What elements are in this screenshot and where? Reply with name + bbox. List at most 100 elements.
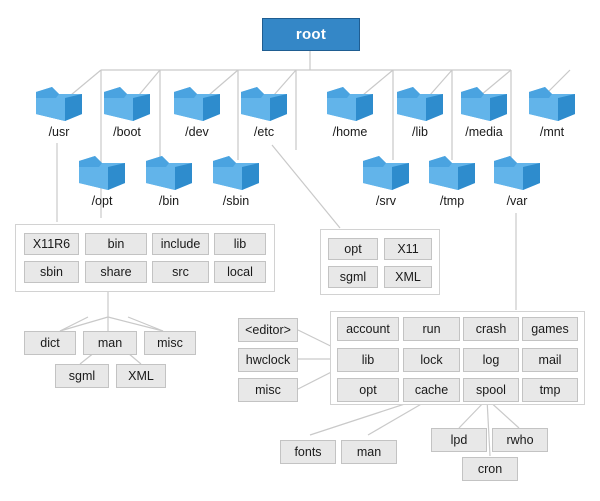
- folder-icon: [397, 87, 443, 121]
- cell-label: opt: [344, 242, 362, 256]
- cell-x11r6[interactable]: X11R6: [24, 233, 79, 255]
- cell-label: opt: [359, 383, 377, 397]
- folder-node-boot[interactable]: /boot: [95, 84, 159, 139]
- cell-label: bin: [107, 237, 125, 251]
- cell-label: crash: [475, 322, 507, 336]
- cell-var-tmp[interactable]: tmp: [522, 378, 578, 402]
- folder-node-sbin[interactable]: /sbin: [204, 153, 268, 208]
- cell-rwho[interactable]: rwho: [492, 428, 548, 452]
- root-node-label: root: [295, 26, 327, 43]
- cell-misc[interactable]: misc: [144, 331, 196, 355]
- folder-icon: [241, 87, 287, 121]
- cell-editor[interactable]: <editor>: [238, 318, 298, 342]
- cell-label: log: [482, 353, 500, 367]
- folder-node-var[interactable]: /var: [485, 153, 549, 208]
- cell-etcside-misc[interactable]: misc: [238, 378, 298, 402]
- cell-label: hwclock: [245, 353, 291, 367]
- cell-label: man: [97, 336, 123, 350]
- cell-label: dict: [40, 336, 60, 350]
- cell-lpd[interactable]: lpd: [431, 428, 487, 452]
- cell-label: include: [160, 237, 201, 251]
- cell-crash[interactable]: crash: [463, 317, 519, 341]
- cell-etc-xml[interactable]: XML: [384, 266, 432, 288]
- folder-node-etc[interactable]: /etc: [232, 84, 296, 139]
- cell-label: lib: [233, 237, 247, 251]
- cell-src[interactable]: src: [152, 261, 209, 283]
- cell-dict[interactable]: dict: [24, 331, 76, 355]
- cell-include[interactable]: include: [152, 233, 209, 255]
- cell-local[interactable]: local: [214, 261, 266, 283]
- folder-icon: [529, 87, 575, 121]
- folder-node-bin[interactable]: /bin: [137, 153, 201, 208]
- cell-account[interactable]: account: [337, 317, 399, 341]
- folder-icon: [174, 87, 220, 121]
- cell-label: src: [172, 265, 189, 279]
- folder-label: /home: [332, 125, 368, 139]
- folder-node-home[interactable]: /home: [318, 84, 382, 139]
- folder-icon: [327, 87, 373, 121]
- cell-etc-sgml[interactable]: sgml: [328, 266, 378, 288]
- folder-node-lib[interactable]: /lib: [388, 84, 452, 139]
- folder-label: /sbin: [222, 194, 250, 208]
- cell-cache[interactable]: cache: [403, 378, 460, 402]
- folder-label: /srv: [375, 194, 397, 208]
- folder-label: /opt: [91, 194, 113, 208]
- cell-label: local: [227, 265, 253, 279]
- cell-label: cache: [414, 383, 449, 397]
- cell-label: cron: [477, 462, 503, 476]
- cell-etc-x11[interactable]: X11: [384, 238, 432, 260]
- cell-share-sgml[interactable]: sgml: [55, 364, 109, 388]
- folder-node-opt[interactable]: /opt: [70, 153, 134, 208]
- cell-cron[interactable]: cron: [462, 457, 518, 481]
- folder-icon: [494, 156, 540, 190]
- cell-label: lib: [361, 353, 375, 367]
- cell-var-lib[interactable]: lib: [337, 348, 399, 372]
- folder-node-dev[interactable]: /dev: [165, 84, 229, 139]
- folder-label: /mnt: [539, 125, 565, 139]
- cell-cache-man[interactable]: man: [341, 440, 397, 464]
- folder-label: /tmp: [439, 194, 465, 208]
- folder-label: /lib: [412, 125, 428, 139]
- cell-label: spool: [476, 383, 506, 397]
- cell-lock[interactable]: lock: [403, 348, 460, 372]
- cell-etc-opt[interactable]: opt: [328, 238, 378, 260]
- root-node[interactable]: root: [262, 18, 360, 51]
- folder-label: /var: [506, 194, 528, 208]
- cell-sbin[interactable]: sbin: [24, 261, 79, 283]
- folder-label: /media: [465, 125, 503, 139]
- cell-label: lock: [420, 353, 443, 367]
- folder-node-srv[interactable]: /srv: [354, 153, 418, 208]
- folder-node-mnt[interactable]: /mnt: [520, 84, 584, 139]
- cell-label: X11R6: [32, 237, 71, 251]
- cell-share-xml[interactable]: XML: [116, 364, 166, 388]
- cell-share[interactable]: share: [85, 261, 147, 283]
- folder-node-media[interactable]: /media: [452, 84, 516, 139]
- cell-games[interactable]: games: [522, 317, 578, 341]
- folder-node-usr[interactable]: /usr: [27, 84, 91, 139]
- folder-icon: [79, 156, 125, 190]
- cell-log[interactable]: log: [463, 348, 519, 372]
- folder-node-tmp[interactable]: /tmp: [420, 153, 484, 208]
- cell-man[interactable]: man: [83, 331, 137, 355]
- cell-label: sgml: [68, 369, 96, 383]
- cell-var-opt[interactable]: opt: [337, 378, 399, 402]
- cell-hwclock[interactable]: hwclock: [238, 348, 298, 372]
- cell-lib[interactable]: lib: [214, 233, 266, 255]
- cell-label: fonts: [294, 445, 322, 459]
- cell-label: X11: [397, 242, 419, 256]
- cell-run[interactable]: run: [403, 317, 460, 341]
- cell-label: run: [422, 322, 441, 336]
- cell-label: <editor>: [245, 323, 291, 337]
- cell-bin[interactable]: bin: [85, 233, 147, 255]
- folder-label: /boot: [113, 125, 141, 139]
- cell-spool[interactable]: spool: [463, 378, 519, 402]
- cell-label: share: [100, 265, 132, 279]
- cell-label: sbin: [40, 265, 63, 279]
- cell-fonts[interactable]: fonts: [280, 440, 336, 464]
- cell-mail[interactable]: mail: [522, 348, 578, 372]
- folder-icon: [461, 87, 507, 121]
- cell-label: tmp: [539, 383, 561, 397]
- cell-label: XML: [128, 369, 154, 383]
- folder-icon: [146, 156, 192, 190]
